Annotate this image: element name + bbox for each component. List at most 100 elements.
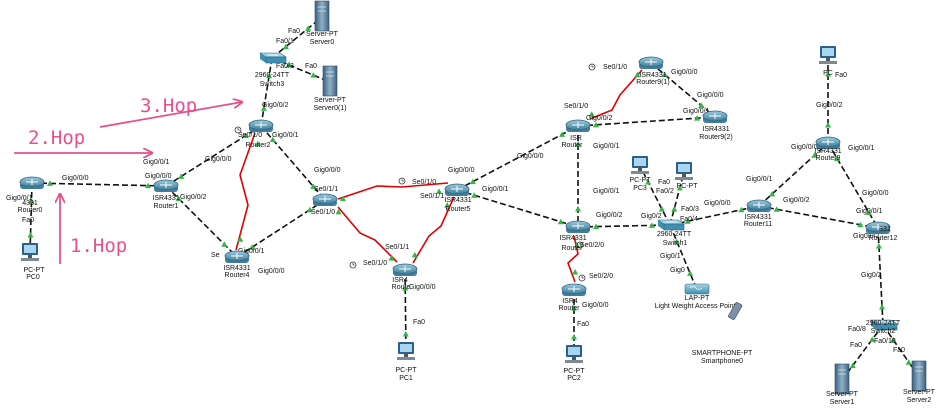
port-label: Fa0 (413, 319, 425, 326)
link-switch2-server2[interactable] (882, 324, 920, 378)
link-status-up-icon (811, 152, 818, 158)
device-name-label: Route (392, 284, 411, 291)
device-router2[interactable]: Router2 (246, 119, 274, 149)
device-name-label: Light Weight Access Point0 (655, 303, 740, 310)
port-label: Se0/1/0 (238, 132, 262, 139)
link-router7-router9_2[interactable] (577, 115, 716, 128)
link-router1-router4[interactable] (165, 185, 238, 258)
port-label: Fa0/2 (656, 188, 674, 195)
pc-icon (21, 243, 39, 261)
device-name-label: Switch3 (260, 81, 285, 88)
link-status-up-icon (572, 269, 579, 275)
server-icon (834, 363, 850, 395)
device-model-label: 2960-24TT (866, 320, 901, 327)
link-router4-router3[interactable] (236, 199, 326, 258)
links-layer (27, 16, 920, 381)
device-name-label: PC3 (633, 185, 647, 192)
device-name-label: PC2 (567, 375, 581, 382)
hop-annotation-hop2: 2.Hop (14, 127, 152, 153)
link-status-up-icon (698, 102, 705, 108)
device-model-label: Server-PT (826, 391, 859, 398)
link-switch3-server0[interactable] (271, 16, 323, 59)
link-status-up-icon (773, 206, 780, 212)
link-status-up-icon (769, 190, 776, 197)
link-router9_1-router9_2[interactable] (650, 62, 716, 118)
link-router11-router12[interactable] (758, 205, 879, 229)
link-router0-router1[interactable] (31, 180, 167, 189)
link-router7-router9_1[interactable] (588, 69, 643, 120)
port-label: Gig0/0/0 (582, 302, 609, 309)
link-status-up-icon (249, 244, 256, 250)
link-router3-router6[interactable] (335, 206, 398, 263)
device-model-label: SMARTPHONE-PT (692, 350, 753, 357)
link-switch1-pc3[interactable] (639, 165, 671, 226)
link-router5-router8[interactable] (456, 189, 579, 228)
link-switch1-pc4[interactable] (669, 171, 685, 226)
link-router5-router6[interactable] (411, 196, 455, 264)
switch-icon (259, 52, 287, 64)
hop-label: 2.Hop (28, 127, 85, 149)
link-router5-router7[interactable] (456, 125, 579, 191)
server-icon (322, 65, 338, 97)
link-router7-router8[interactable] (575, 126, 581, 227)
link-router10-pc2[interactable] (571, 290, 577, 355)
devices-layer: 4331Router0ISR4331Router1Router2ISR4331R… (18, 0, 936, 406)
port-label: Fa0/1 (276, 38, 294, 45)
link-status-up-icon (592, 223, 599, 230)
link-router12-switch2[interactable] (875, 227, 886, 326)
link-router2-router3[interactable] (260, 125, 326, 201)
link-router9-pc5[interactable] (825, 56, 831, 143)
link-router9-router12[interactable] (827, 142, 879, 229)
link-router2-switch3[interactable] (260, 57, 273, 127)
link-router8-switch1[interactable] (577, 222, 671, 230)
clock-icon (578, 274, 586, 282)
link-status-up-icon (575, 141, 581, 147)
link-router0-pc0[interactable] (27, 182, 35, 254)
link-switch1-ap0[interactable] (669, 224, 698, 291)
link-router2-router4[interactable] (235, 132, 261, 251)
device-router3[interactable] (312, 193, 338, 206)
link-router1-router2[interactable] (165, 125, 262, 187)
device-pc5[interactable]: PC (819, 46, 837, 77)
port-label: Fa0 (305, 63, 317, 70)
device-name-label: Router12 (869, 235, 898, 242)
link-router11-router9[interactable] (758, 142, 829, 207)
router-icon (392, 263, 418, 276)
port-label: Gig0/0/1 (272, 132, 299, 139)
link-router3-router5[interactable] (337, 182, 449, 202)
port-label: Gig0/0/0 (517, 153, 544, 160)
port-label: Gig0/0/1 (238, 248, 265, 255)
link-status-up-icon (559, 131, 566, 137)
router-icon (19, 176, 45, 189)
link-switch1-router11[interactable] (669, 205, 760, 226)
link-router6-pc1[interactable] (402, 269, 409, 353)
device-pc4[interactable]: PC-PT (675, 162, 698, 190)
